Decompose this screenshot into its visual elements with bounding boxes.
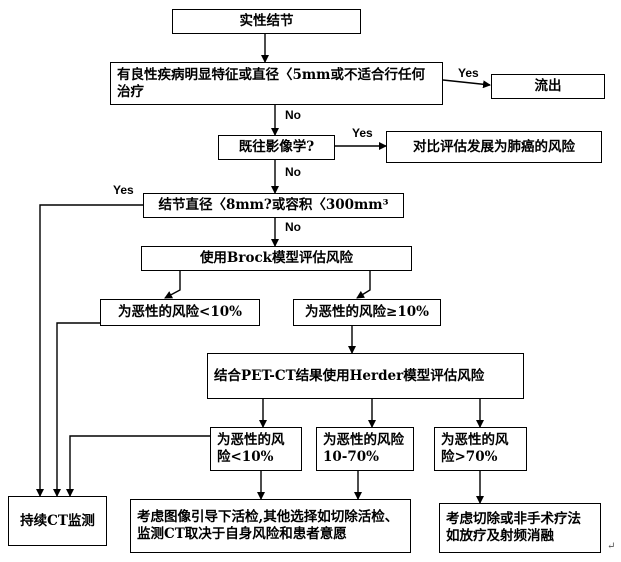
node-ct-monitor: 持续CT监测 — [8, 496, 107, 546]
arrow-brock-to-lt10 — [164, 270, 181, 299]
node-herder-gt70: 为恶性的风险>70% — [434, 427, 527, 471]
edge-label-yes-outflow: Yes — [458, 66, 479, 80]
node-herder-model: 结合PET-CT结果使用Herder模型评估风险 — [207, 353, 524, 399]
edge-label-no-prior: No — [285, 108, 301, 122]
return-mark: ↵ — [607, 541, 616, 552]
edge-label-yes-ct: Yes — [113, 183, 134, 197]
node-brock-model: 使用Brock模型评估风险 — [141, 246, 412, 271]
arrow-benign-to-outflow — [442, 79, 491, 89]
node-herder-10-70: 为恶性的风险10-70% — [316, 427, 414, 471]
arrow-hlt10-to-ct — [66, 435, 210, 497]
edge-label-no-size: No — [285, 165, 301, 179]
node-resection-option: 考虑切除或非手术疗法如放疗及射频消融 — [439, 503, 601, 553]
edge-label-yes-compare: Yes — [352, 126, 373, 140]
node-benign-features: 有良性疾病明显特征或直径〈5mm或不适合行任何治疗 — [110, 62, 443, 105]
arrow-lt10-to-ct — [53, 322, 100, 497]
node-nodule-size: 结节直径〈8mm?或容积〈300mm³ — [143, 193, 404, 218]
node-prior-imaging: 既往影像学? — [218, 135, 335, 160]
node-biopsy-option: 考虑图像引导下活检,其他选择如切除活检、监测CT取决于自身风险和患者意愿 — [130, 499, 411, 553]
node-herder-lt10: 为恶性的风险<10% — [210, 427, 302, 471]
arrow-size-to-ct — [36, 204, 143, 497]
node-outflow: 流出 — [491, 74, 605, 99]
node-risk-lt10: 为恶性的风险<10% — [100, 299, 260, 326]
node-risk-ge10: 为恶性的风险≥10% — [293, 299, 441, 326]
node-compare-growth: 对比评估发展为肺癌的风险 — [386, 131, 602, 163]
edge-label-no-brock: No — [285, 220, 301, 234]
node-solid-nodule: 实性结节 — [172, 9, 361, 34]
arrow-brock-to-ge10 — [356, 270, 371, 299]
